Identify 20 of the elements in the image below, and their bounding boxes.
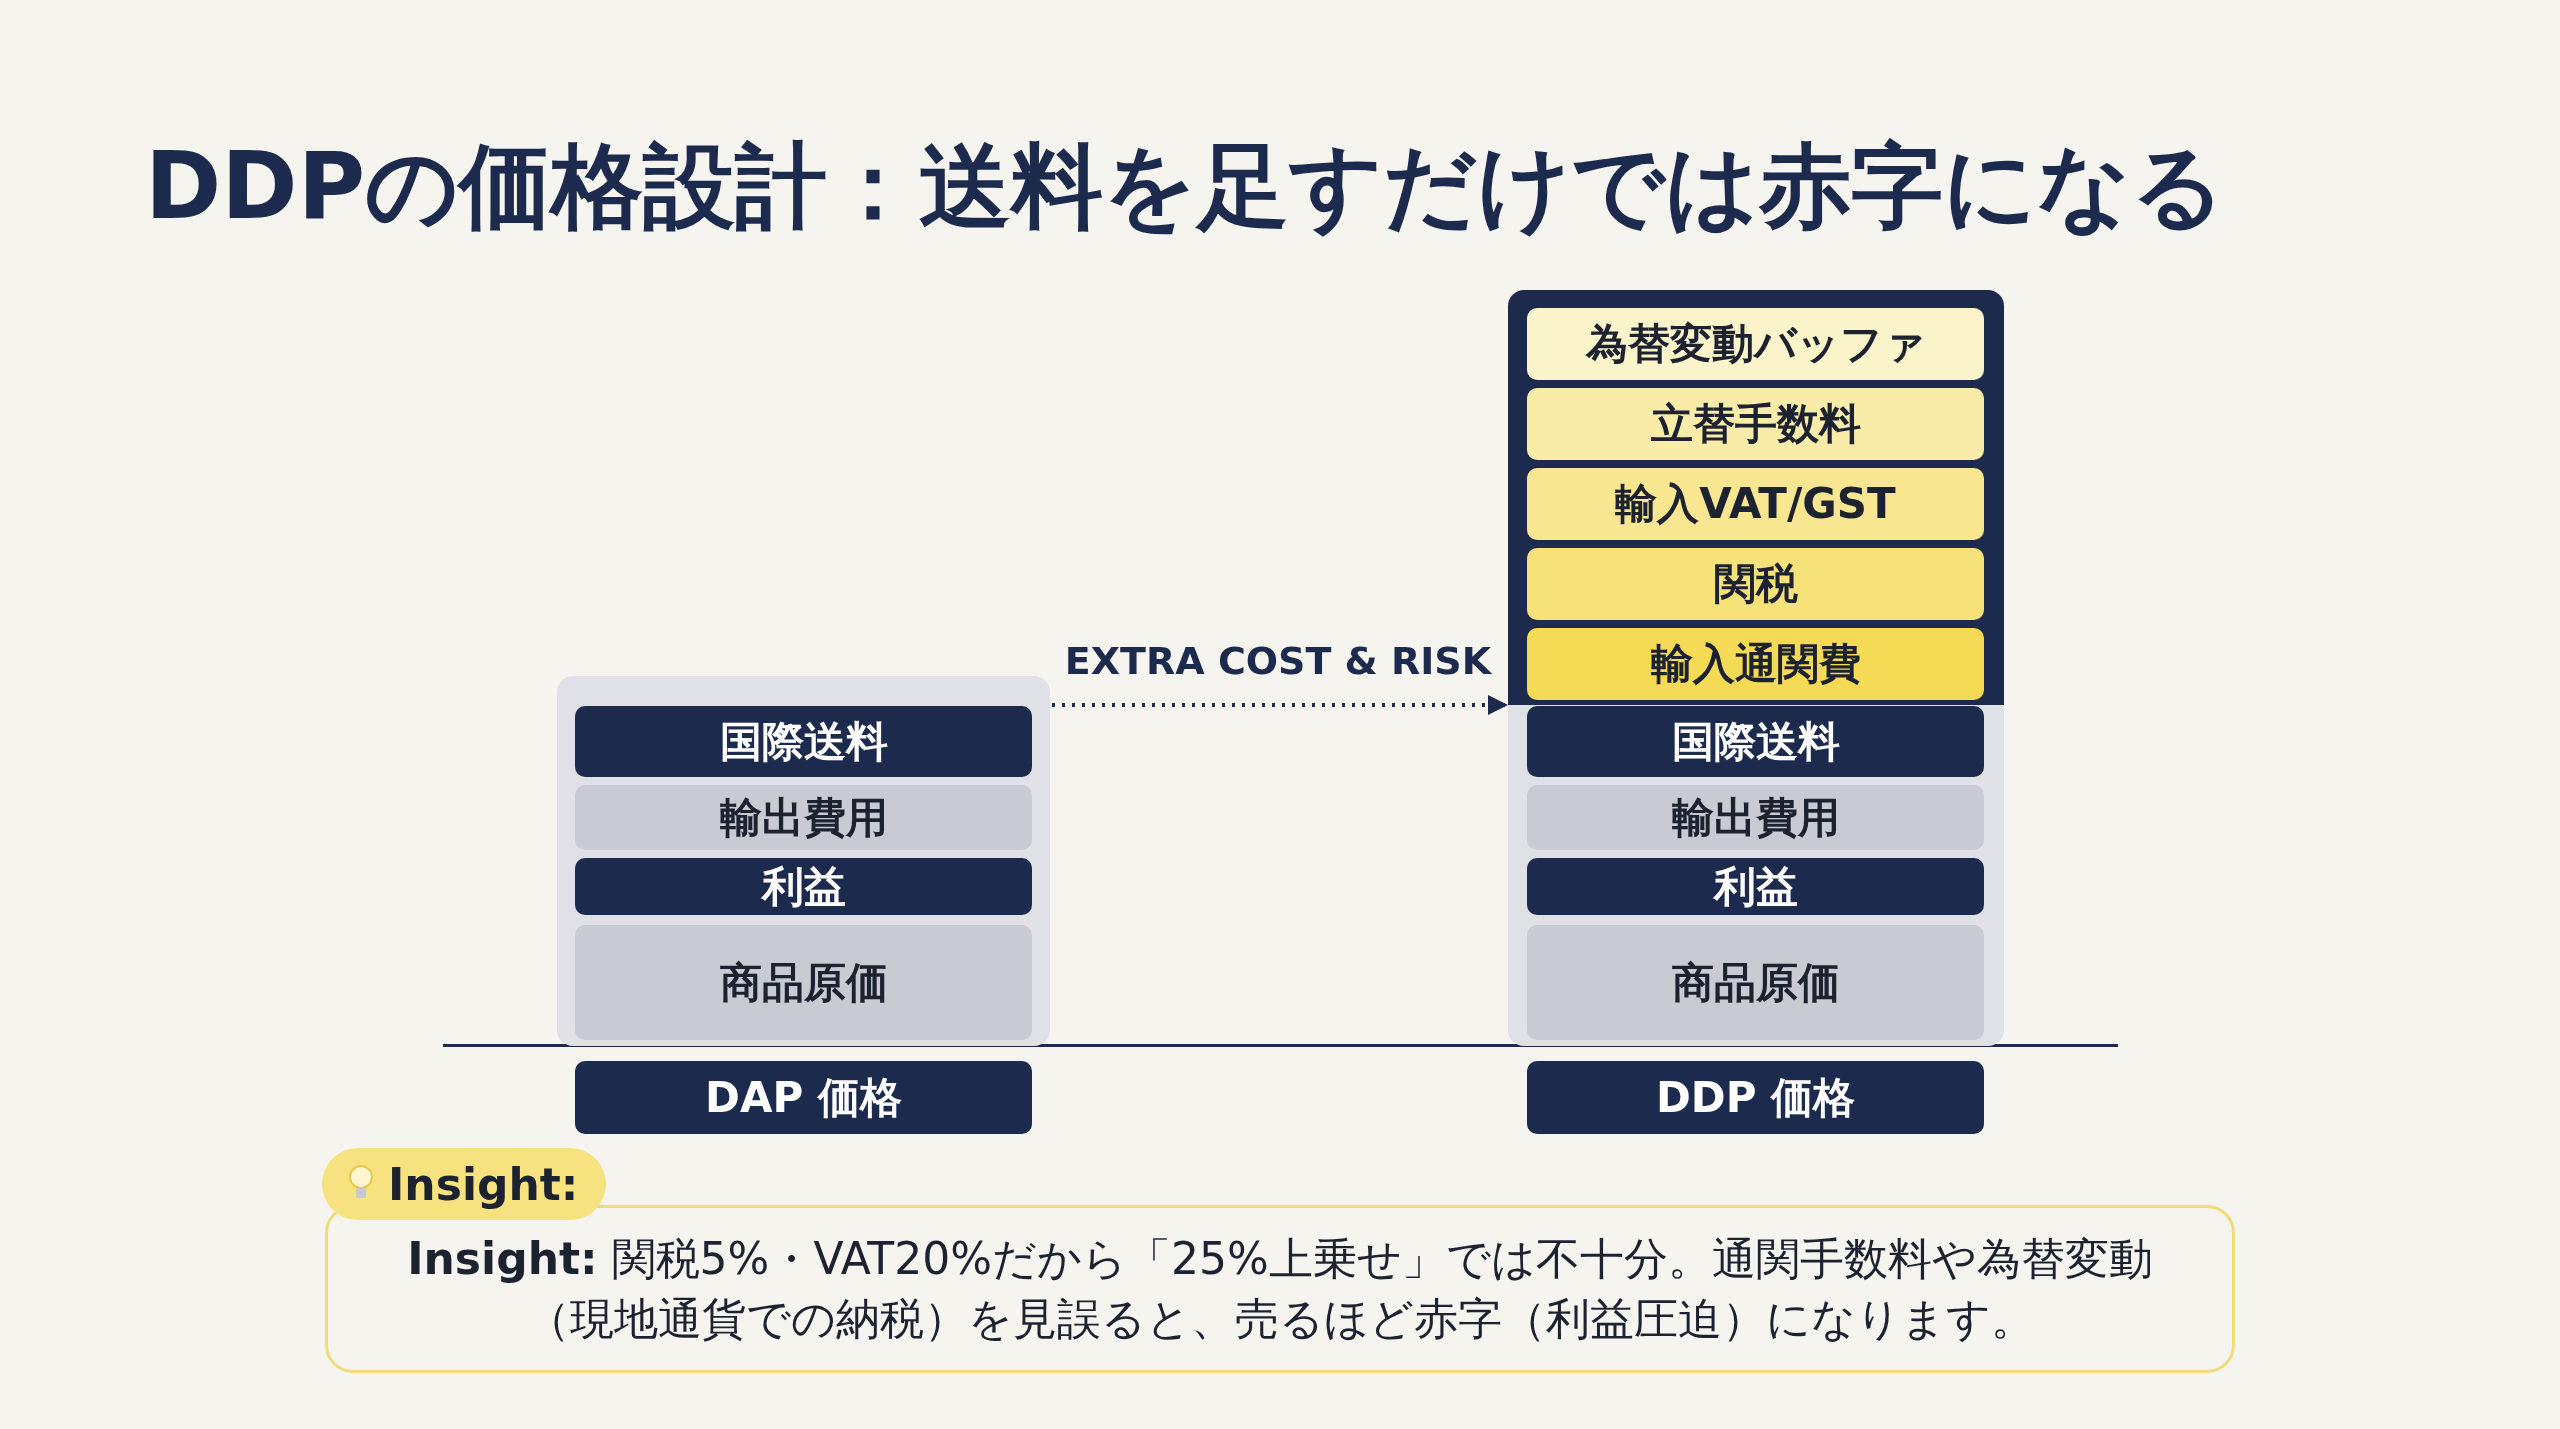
cost-bar: 利益: [575, 858, 1032, 915]
cost-bar: 国際送料: [575, 706, 1032, 777]
cost-bar: 立替手数料: [1527, 388, 1984, 460]
cost-bar: 輸入通関費: [1527, 628, 1984, 700]
cost-bar: DAP 価格: [575, 1061, 1032, 1134]
cost-bar: DDP 価格: [1527, 1061, 1984, 1134]
cost-bar: 為替変動バッファ: [1527, 308, 1984, 380]
column-panel: [557, 676, 1050, 1046]
column-panel: [1508, 290, 2004, 1046]
cost-bar: 輸入VAT/GST: [1527, 468, 1984, 540]
cost-bar: 国際送料: [1527, 706, 1984, 777]
cost-bar: 商品原価: [1527, 925, 1984, 1040]
cost-bar: 輸出費用: [1527, 785, 1984, 850]
edge-label: EXTRA COST & RISK: [1064, 639, 1492, 683]
arrow: [1052, 695, 1508, 715]
cost-bar: 商品原価: [575, 925, 1032, 1040]
title: DDPの価格設計：送料を足すだけでは赤字になる: [145, 132, 2226, 242]
cost-bar: 利益: [1527, 858, 1984, 915]
cost-bar: 関税: [1527, 548, 1984, 620]
cost-bar: 輸出費用: [575, 785, 1032, 850]
